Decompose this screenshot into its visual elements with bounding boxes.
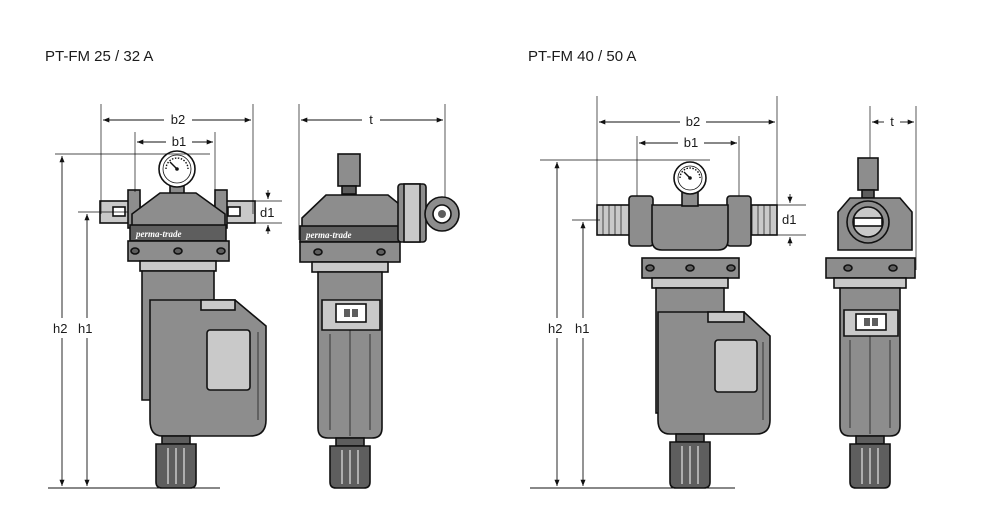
left-front-pressure-gauge-icon: [158, 150, 196, 188]
left-b2-label: b2: [171, 112, 185, 127]
right-model-title: PT-FM 40 / 50 A: [528, 48, 636, 65]
right-side-view: t: [825, 106, 917, 489]
left-side-view: t perma-trade: [298, 104, 460, 489]
right-h2-label: h2: [548, 321, 562, 336]
left-h2-label: h2: [53, 321, 67, 336]
right-front-view: [596, 161, 778, 489]
left-b1-label: b1: [172, 134, 186, 149]
right-b2-label: b2: [686, 114, 700, 129]
left-h1-label: h1: [78, 321, 92, 336]
right-b1-label: b1: [684, 135, 698, 150]
right-front-dimensions: b2 b1 d1 h2 h1: [530, 96, 806, 489]
left-t-label: t: [369, 112, 373, 127]
right-front-pressure-gauge-icon: [673, 161, 707, 195]
left-front-view: perma-trade: [99, 150, 267, 489]
right-d1-label: d1: [782, 212, 796, 227]
left-d1-label: d1: [260, 205, 274, 220]
left-front-brand-text: perma-trade: [135, 229, 182, 239]
left-model-title: PT-FM 25 / 32 A: [45, 48, 153, 65]
left-side-brand-text: perma-trade: [305, 230, 352, 240]
right-h1-label: h1: [575, 321, 589, 336]
right-t-label: t: [890, 114, 894, 129]
left-front-dimensions: b2 b1 d1 h2 h1: [48, 104, 282, 489]
